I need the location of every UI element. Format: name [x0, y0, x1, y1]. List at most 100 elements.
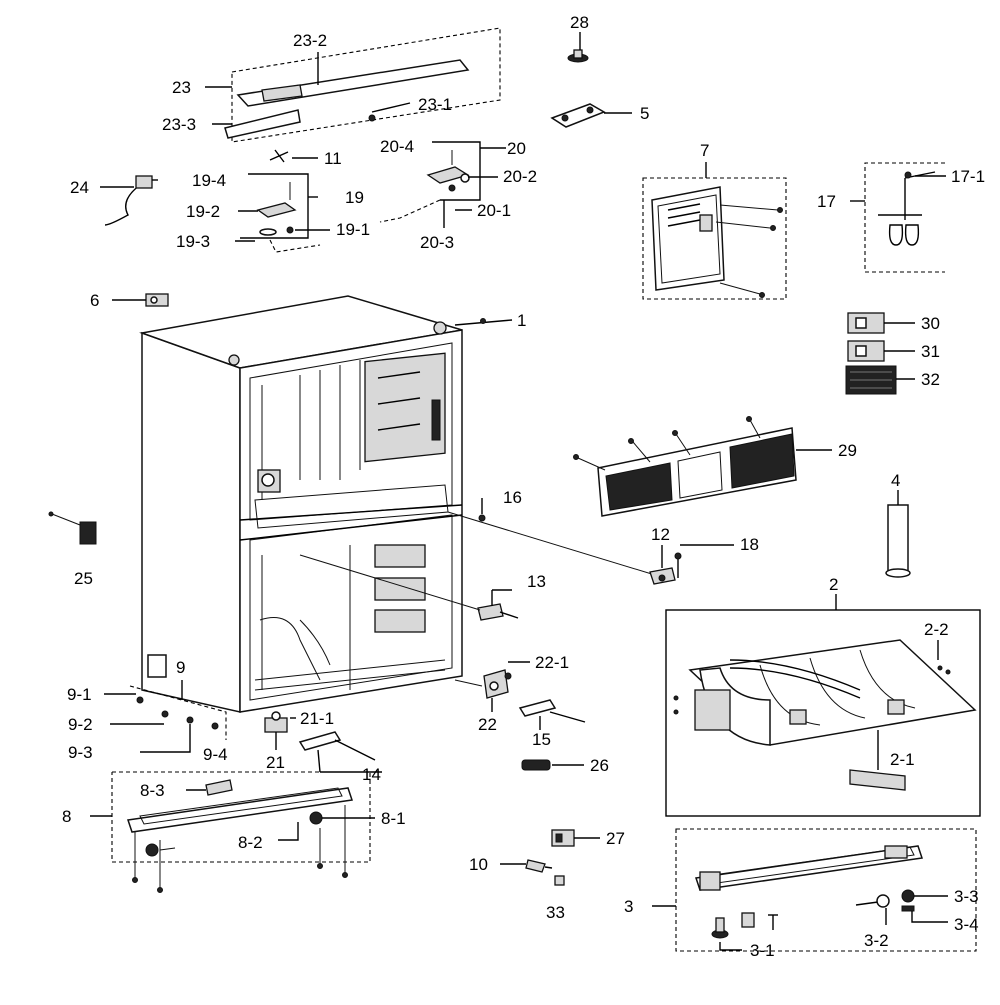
- label-22-1: 22-1: [535, 653, 569, 672]
- label-21: 21: [266, 753, 285, 772]
- label-20-1: 20-1: [477, 201, 511, 220]
- label-3-1: 3-1: [750, 941, 775, 960]
- part-9-2-screw: [161, 710, 169, 718]
- group-17-tubing: [864, 162, 945, 273]
- label-9-2: 9-2: [68, 715, 93, 734]
- group-20-hinge: [426, 141, 481, 201]
- label-20-4: 20-4: [380, 137, 414, 156]
- label-19-1: 19-1: [336, 220, 370, 239]
- label-19: 19: [345, 188, 364, 207]
- cabinet-body: [139, 295, 463, 713]
- group-8-base-front: [111, 771, 371, 893]
- part-12-bracket: [649, 567, 676, 585]
- label-31: 31: [921, 342, 940, 361]
- label-25: 25: [74, 569, 93, 588]
- label-8: 8: [62, 807, 71, 826]
- label-2-2: 2-2: [924, 620, 949, 639]
- label-22: 22: [478, 715, 497, 734]
- label-23: 23: [172, 78, 191, 97]
- group-23-top-cover: [224, 27, 501, 143]
- part-4-pillar: [885, 504, 911, 578]
- label-5: 5: [640, 104, 649, 123]
- label-27: 27: [606, 829, 625, 848]
- part-6-bracket: [145, 293, 169, 307]
- label-9-1: 9-1: [67, 685, 92, 704]
- label-20-2: 20-2: [503, 167, 537, 186]
- label-19-2: 19-2: [186, 202, 220, 221]
- label-23-1: 23-1: [418, 95, 452, 114]
- label-3-4: 3-4: [954, 915, 979, 934]
- part-10-valve: [525, 859, 553, 873]
- label-30: 30: [921, 314, 940, 333]
- part-9-1-screw: [136, 696, 144, 704]
- part-26-roller: [521, 759, 551, 771]
- part-9-4-screw: [211, 722, 219, 730]
- part-9-3-screw: [186, 716, 194, 724]
- label-18: 18: [740, 535, 759, 554]
- group-2-machine-compartment: [665, 609, 981, 817]
- part-5-hinge-bracket: [550, 103, 606, 128]
- label-9-3: 9-3: [68, 743, 93, 762]
- label-24: 24: [70, 178, 89, 197]
- label-28: 28: [570, 13, 589, 32]
- label-23-3: 23-3: [162, 115, 196, 134]
- part-25-connector: [48, 511, 97, 545]
- label-26: 26: [590, 756, 609, 775]
- label-9-4: 9-4: [203, 745, 228, 764]
- label-8-3: 8-3: [140, 781, 165, 800]
- part-15-hinge: [518, 699, 586, 730]
- label-2-1: 2-1: [890, 750, 915, 769]
- part-28-leveling-foot: [567, 49, 589, 63]
- label-14: 14: [362, 765, 381, 784]
- label-19-4: 19-4: [192, 171, 226, 190]
- label-8-2: 8-2: [238, 833, 263, 852]
- label-15: 15: [532, 730, 551, 749]
- part-31-cover: [847, 340, 885, 362]
- label-3: 3: [624, 897, 633, 916]
- label-12: 12: [651, 525, 670, 544]
- part-18-screw: [674, 552, 682, 578]
- part-30-cover: [847, 312, 885, 334]
- label-17-1: 17-1: [951, 167, 985, 186]
- label-7: 7: [700, 141, 709, 160]
- group-19-hinge: [240, 173, 309, 239]
- label-3-2: 3-2: [864, 931, 889, 950]
- label-4: 4: [891, 471, 900, 490]
- part-22-1-screw: [504, 672, 512, 680]
- part-32-grille: [845, 365, 897, 395]
- label-17: 17: [817, 192, 836, 211]
- part-24-power-cord: [104, 175, 158, 226]
- group-3-base-rear: [675, 828, 977, 952]
- part-22-bracket: [483, 669, 509, 699]
- label-20: 20: [507, 139, 526, 158]
- label-21-1: 21-1: [300, 709, 334, 728]
- part-11-clip: [269, 149, 289, 163]
- label-2: 2: [829, 575, 838, 594]
- label-11: 11: [324, 149, 342, 168]
- part-21-bracket: [264, 711, 288, 733]
- part-33-cap: [554, 875, 565, 886]
- label-9: 9: [176, 658, 185, 677]
- part-13-sensor: [477, 590, 519, 621]
- label-13: 13: [527, 572, 546, 591]
- label-10: 10: [469, 855, 488, 874]
- label-20-3: 20-3: [420, 233, 454, 252]
- label-8-1: 8-1: [381, 809, 406, 828]
- label-29: 29: [838, 441, 857, 460]
- label-33: 33: [546, 903, 565, 922]
- part-27-clip: [551, 829, 575, 847]
- part-14-hinge: [298, 731, 376, 773]
- part-2-1-drain-bar: [849, 769, 906, 791]
- part-29-rear-cover: [573, 416, 797, 517]
- label-23-2: 23-2: [293, 31, 327, 50]
- label-16: 16: [503, 488, 522, 507]
- label-6: 6: [90, 291, 99, 310]
- label-19-3: 19-3: [176, 232, 210, 251]
- label-3-3: 3-3: [954, 887, 979, 906]
- part-7-back-panel: [642, 177, 787, 300]
- part-16-screw: [478, 514, 486, 522]
- label-1: 1: [517, 311, 526, 330]
- label-32: 32: [921, 370, 940, 389]
